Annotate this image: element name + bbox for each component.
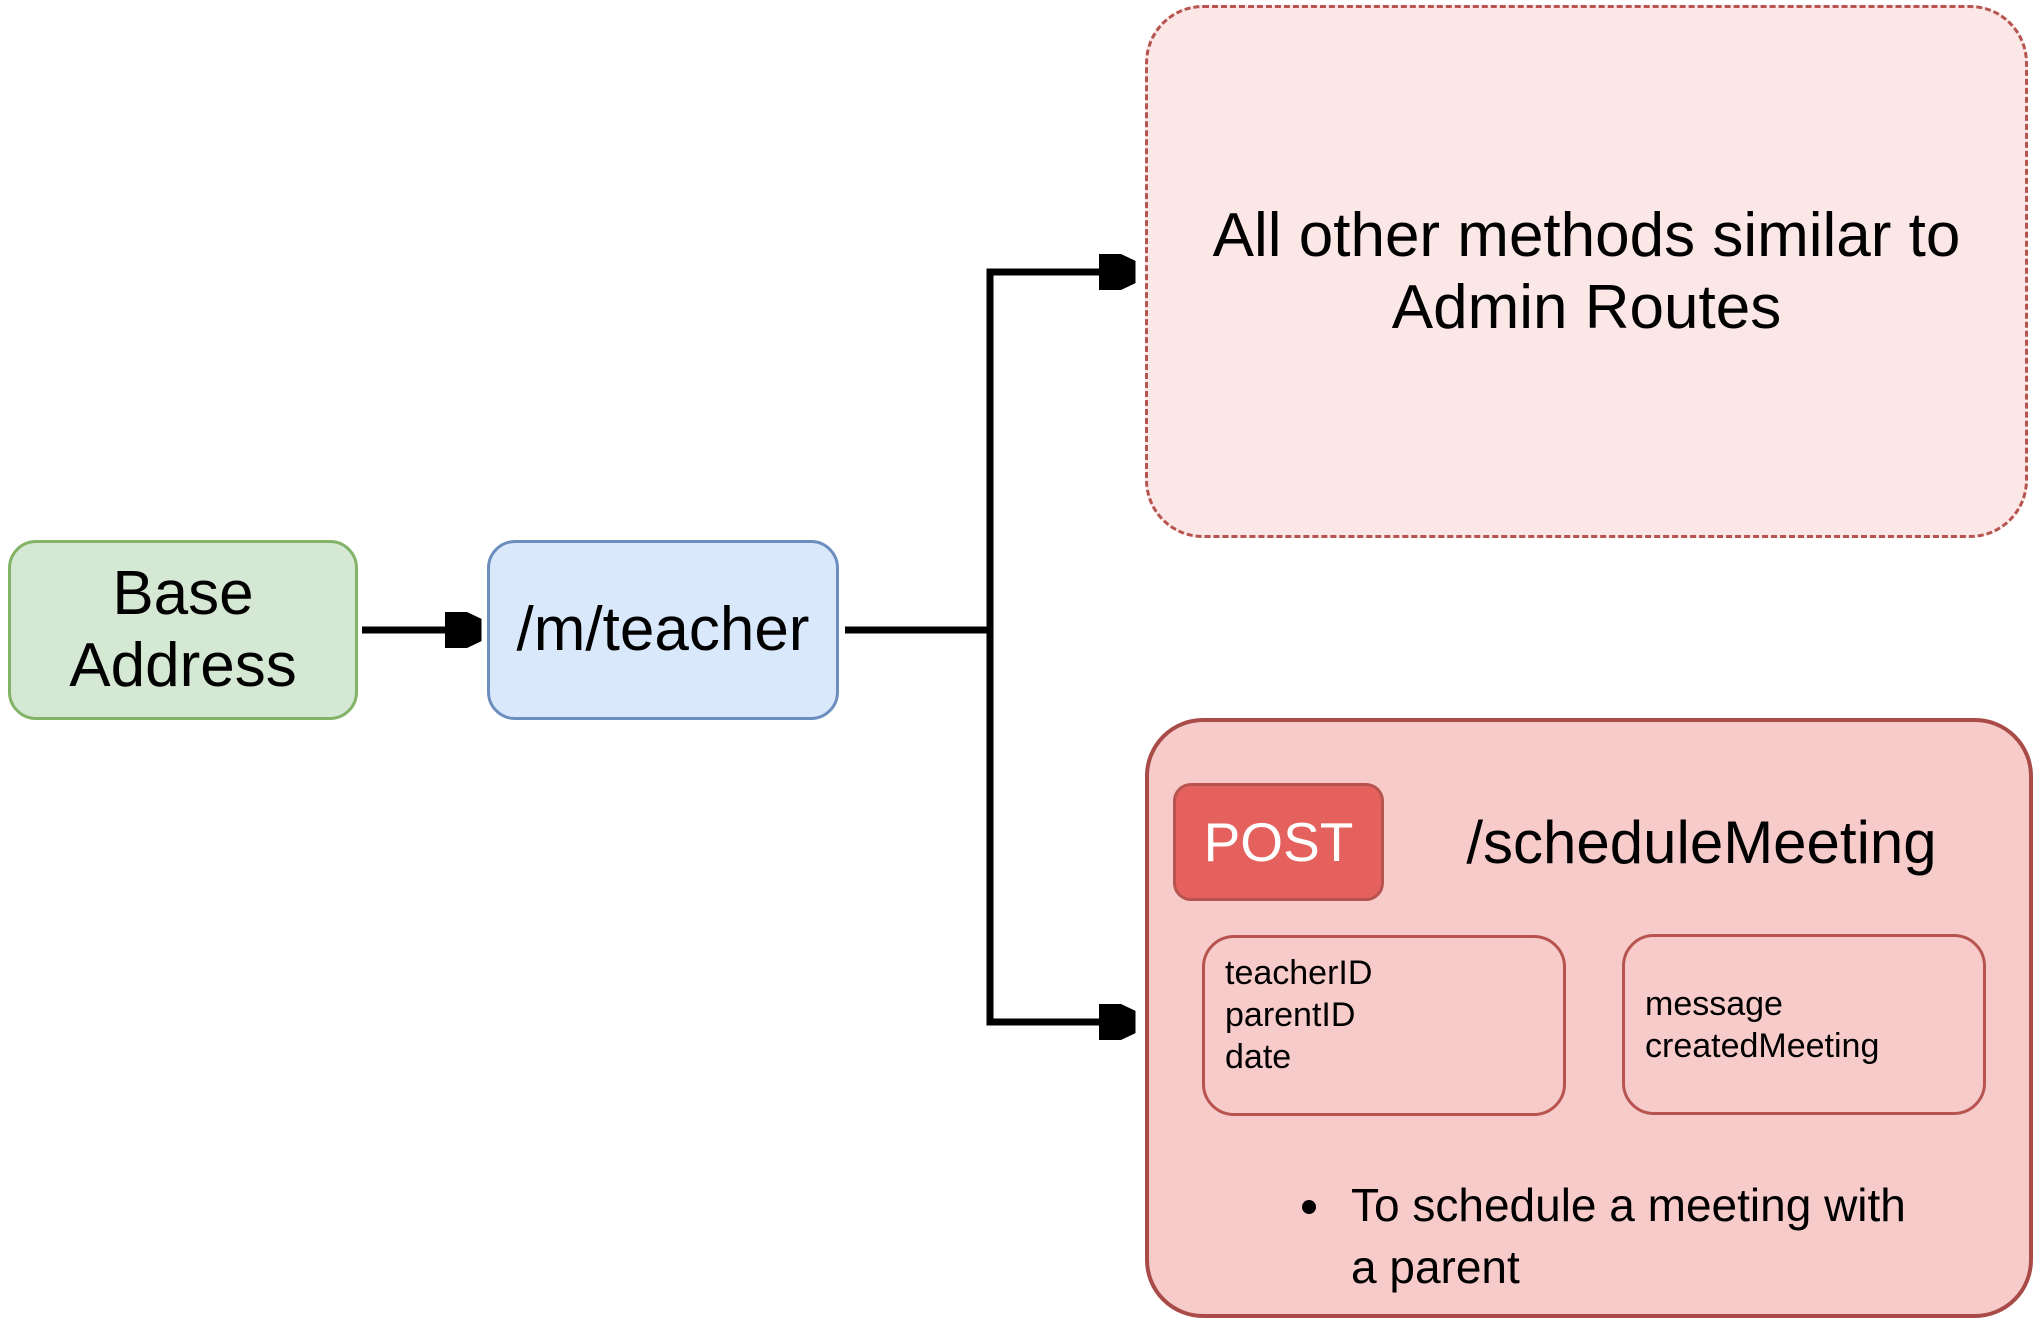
note-item: To schedule a meeting with a parent (1337, 1174, 1927, 1298)
node-other-methods-label: All other methods similar to Admin Route… (1212, 200, 1961, 342)
node-schedule-meeting: POST /scheduleMeeting teacherID parentID… (1145, 718, 2033, 1318)
request-param: date (1225, 1038, 1292, 1076)
arrow-branch-to-other-methods (986, 272, 1131, 630)
node-other-methods: All other methods similar to Admin Route… (1145, 5, 2028, 538)
node-base-address-label: Base Address (69, 559, 297, 700)
request-param: parentID (1225, 996, 1356, 1034)
node-teacher-route-label: /m/teacher (516, 595, 810, 664)
request-param: teacherID (1225, 954, 1373, 992)
http-method-label: POST (1203, 811, 1354, 873)
arrow-branch-to-schedule-meeting (986, 630, 1131, 1022)
http-method-badge: POST (1173, 783, 1384, 901)
endpoint-path: /scheduleMeeting (1466, 808, 1937, 876)
response-fields-box: message createdMeeting (1622, 934, 1986, 1115)
request-params-box: teacherID parentID date (1202, 935, 1566, 1116)
response-field: createdMeeting (1645, 1026, 1880, 1065)
response-field: message (1645, 984, 1783, 1023)
node-base-address: Base Address (8, 540, 358, 720)
node-teacher-route: /m/teacher (487, 540, 839, 720)
notes-list: To schedule a meeting with a parent (1289, 1174, 1929, 1298)
